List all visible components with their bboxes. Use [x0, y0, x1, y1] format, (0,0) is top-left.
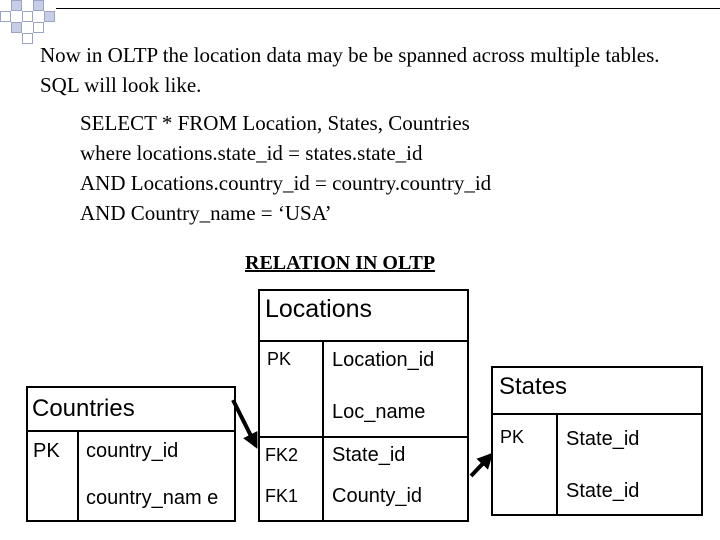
countries-column-divider [77, 430, 79, 522]
countries-key: PK [33, 440, 60, 462]
countries-field: country_id [86, 440, 179, 462]
intro-paragraph: Now in OLTP the location data may be be … [40, 43, 660, 97]
locations-field: Loc_name [332, 401, 426, 423]
deco-square [22, 33, 33, 44]
locations-key: FK1 [265, 486, 299, 506]
locations-row-divider [258, 436, 469, 438]
deco-square [11, 22, 22, 33]
states-field: State_id [566, 428, 640, 450]
deco-square [11, 0, 22, 11]
locations-field: Location_id [332, 349, 435, 371]
locations-header-divider [258, 340, 469, 342]
locations-field: County_id [332, 485, 423, 507]
deco-square [44, 11, 55, 22]
countries-border [26, 386, 236, 522]
locations-title: Locations [265, 295, 373, 323]
states-title: States [499, 373, 568, 400]
locations-column-divider [322, 340, 324, 522]
sql-line: AND Locations.country_id = country.count… [80, 171, 492, 195]
deco-square [33, 22, 44, 33]
deco-square [33, 0, 44, 11]
states-header-divider [491, 413, 703, 415]
deco-square [22, 11, 33, 22]
relation-heading: RELATION IN OLTP [245, 252, 436, 274]
states-key: PK [500, 427, 525, 447]
states-column-divider [556, 413, 558, 516]
locations-border [258, 289, 469, 522]
locations-key: PK [267, 349, 292, 369]
arrow-locations-to-states [469, 452, 494, 478]
countries-title: Countries [32, 395, 135, 422]
sql-line: where locations.state_id = states.state_… [80, 141, 423, 165]
states-field: State_id [566, 480, 640, 502]
deco-square [0, 11, 11, 22]
countries-field: country_nam e [86, 487, 219, 509]
states-border [491, 366, 703, 516]
countries-header-divider [26, 430, 236, 432]
sql-block: SELECT * FROM Location, States, Countrie… [80, 108, 491, 228]
sql-line: SELECT * FROM Location, States, Countrie… [80, 111, 470, 135]
locations-field: State_id [332, 444, 406, 466]
sql-line: AND Country_name = ‘USA’ [80, 201, 332, 225]
arrow-locations-to-countries [231, 399, 258, 449]
top-rule [56, 8, 720, 9]
locations-key: FK2 [265, 445, 299, 465]
